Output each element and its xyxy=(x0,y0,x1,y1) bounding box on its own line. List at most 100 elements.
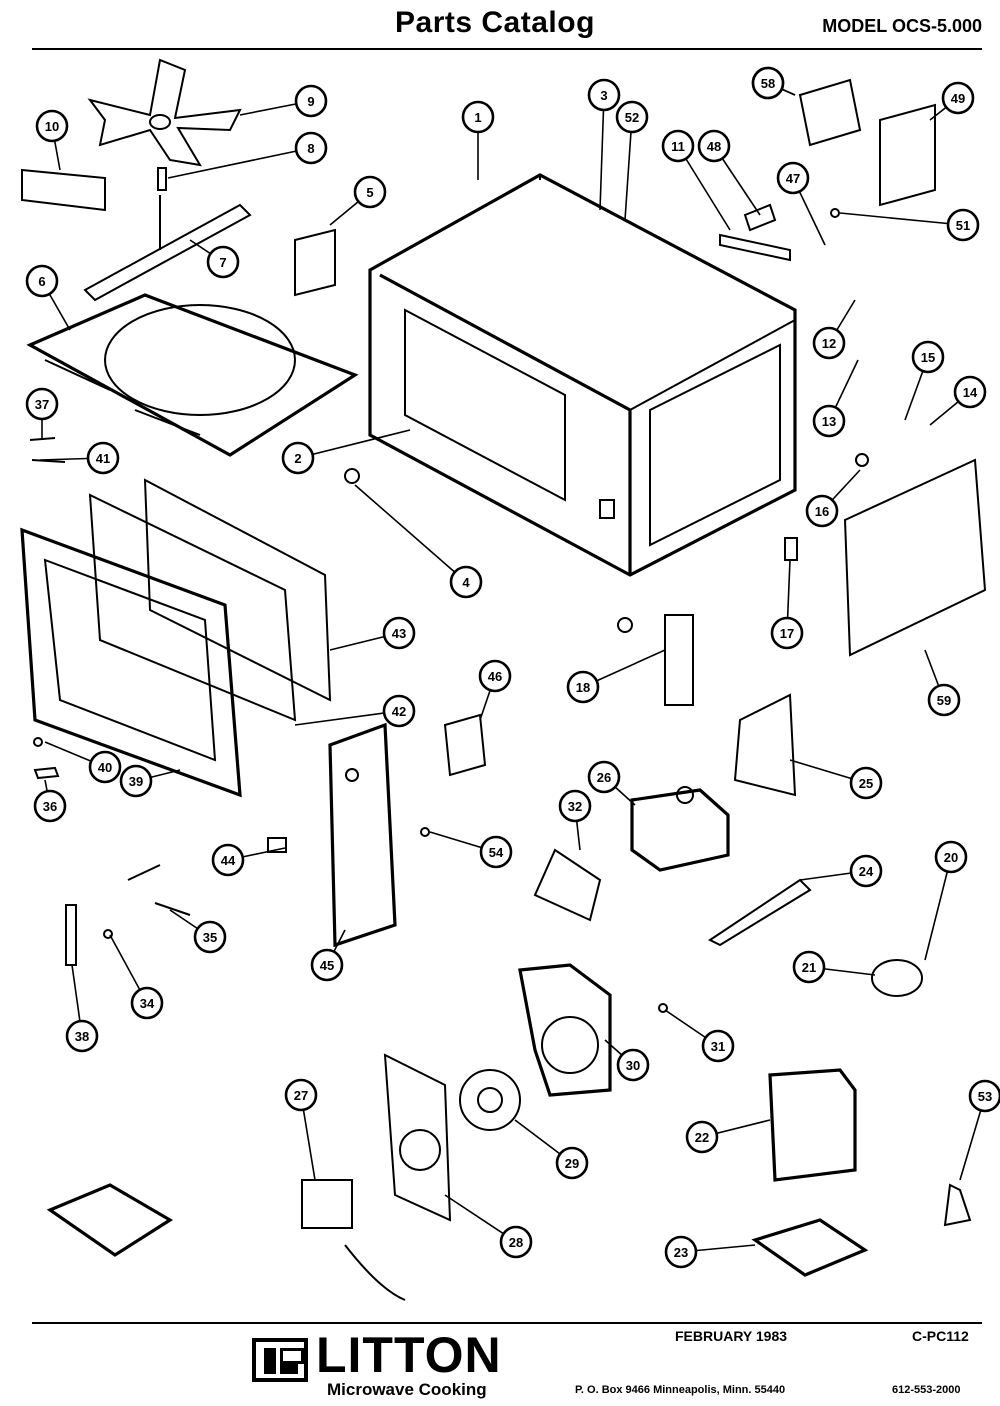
callout-circle xyxy=(499,1225,533,1259)
callout-circle xyxy=(86,441,120,475)
callout-circle xyxy=(911,340,945,374)
cord-clamp-part xyxy=(943,1183,972,1227)
callout-circle xyxy=(685,1120,719,1154)
callout-29: 29 xyxy=(514,1119,589,1180)
callout-32: 32 xyxy=(558,789,592,851)
callout-47: 47 xyxy=(776,161,826,246)
callout-number: 48 xyxy=(707,139,721,154)
callout-circle xyxy=(751,66,785,100)
callout-number: 7 xyxy=(219,255,226,270)
callout-number: 11 xyxy=(671,139,685,154)
callout-number: 22 xyxy=(695,1130,709,1145)
switch-part xyxy=(879,103,936,207)
callout-number: 38 xyxy=(75,1029,89,1044)
callout-number: 27 xyxy=(294,1088,308,1103)
callout-49: 49 xyxy=(929,81,975,121)
fan-motor-part xyxy=(301,1179,406,1301)
callout-circle xyxy=(805,494,839,528)
callout-number: 12 xyxy=(822,336,836,351)
callout-25: 25 xyxy=(789,759,883,800)
callout-number: 52 xyxy=(625,110,639,125)
header-rule xyxy=(32,48,982,50)
callout-circle xyxy=(25,387,59,421)
switch-bracket-part xyxy=(798,78,862,147)
leader-line xyxy=(167,147,312,179)
callout-20: 20 xyxy=(924,840,968,961)
callout-9: 9 xyxy=(239,84,328,118)
base-plate-part xyxy=(751,1218,869,1277)
callout-number: 14 xyxy=(963,385,978,400)
catalog-date: FEBRUARY 1983 xyxy=(675,1328,788,1344)
callout-58: 58 xyxy=(751,66,796,100)
callout-45: 45 xyxy=(310,929,346,982)
leader-line xyxy=(354,484,467,583)
interlock-part xyxy=(664,614,694,706)
callout-circle xyxy=(587,760,621,794)
callout-number: 39 xyxy=(129,774,143,789)
callout-circle xyxy=(130,986,164,1020)
callout-number: 40 xyxy=(98,760,112,775)
control-panel-part xyxy=(328,722,397,948)
callout-circle xyxy=(479,835,513,869)
leader-line xyxy=(294,710,400,726)
callout-number: 59 xyxy=(937,693,951,708)
callout-42: 42 xyxy=(294,694,416,728)
callout-number: 8 xyxy=(307,141,314,156)
callout-40: 40 xyxy=(44,741,122,784)
callout-number: 46 xyxy=(488,669,502,684)
callout-26: 26 xyxy=(587,760,636,806)
callout-circle xyxy=(776,161,810,195)
callout-number: 17 xyxy=(780,626,794,641)
callout-circle xyxy=(968,1079,1000,1113)
address: P. O. Box 9466 Minneapolis, Minn. 55440 xyxy=(575,1384,786,1396)
callout-circle xyxy=(927,683,961,717)
callout-number: 10 xyxy=(45,119,59,134)
fan-duct-part xyxy=(518,963,612,1097)
brand-subtitle: Microwave Cooking xyxy=(327,1380,487,1399)
callout-circle xyxy=(946,208,980,242)
callout-number: 51 xyxy=(956,218,970,233)
callout-circle xyxy=(193,920,227,954)
callout-number: 58 xyxy=(761,76,775,91)
callout-36: 36 xyxy=(33,779,67,823)
hardware-bits xyxy=(29,208,869,1013)
callout-2: 2 xyxy=(281,429,411,475)
callout-number: 53 xyxy=(978,1089,992,1104)
callout-46: 46 xyxy=(478,659,512,721)
stirrer-cover-part xyxy=(708,878,812,947)
callout-15: 15 xyxy=(904,340,945,421)
callout-8: 8 xyxy=(167,131,328,179)
callout-circle xyxy=(449,565,483,599)
callout-circle xyxy=(934,840,968,874)
latch-part xyxy=(443,713,487,777)
callout-circle xyxy=(353,175,387,209)
callout-39: 39 xyxy=(119,764,181,798)
callout-circle xyxy=(812,404,846,438)
model-number: MODEL OCS-5.000 xyxy=(822,16,982,36)
callout-circle xyxy=(558,789,592,823)
callout-22: 22 xyxy=(685,1119,771,1154)
callout-circle xyxy=(566,670,600,704)
fan-blade-part xyxy=(87,58,242,167)
callout-circle xyxy=(701,1029,735,1063)
callout-number: 25 xyxy=(859,776,873,791)
litton-logo-icon xyxy=(252,1338,308,1382)
callout-7: 7 xyxy=(189,239,240,279)
callout-31: 31 xyxy=(664,1009,735,1063)
callout-number: 42 xyxy=(392,704,406,719)
callout-5: 5 xyxy=(329,175,387,226)
callout-number: 23 xyxy=(674,1245,688,1260)
callout-number: 3 xyxy=(600,88,607,103)
leader-line xyxy=(599,94,605,211)
bracket-part xyxy=(21,168,106,212)
callout-circle xyxy=(587,78,621,112)
callout-number: 30 xyxy=(626,1058,640,1073)
callout-number: 31 xyxy=(711,1039,725,1054)
callout-3: 3 xyxy=(587,78,621,211)
callout-13: 13 xyxy=(812,359,859,438)
leader-line xyxy=(624,116,633,221)
callout-circle xyxy=(941,81,975,115)
callout-number: 13 xyxy=(822,414,836,429)
callout-number: 47 xyxy=(786,171,800,186)
callout-circle xyxy=(294,84,328,118)
